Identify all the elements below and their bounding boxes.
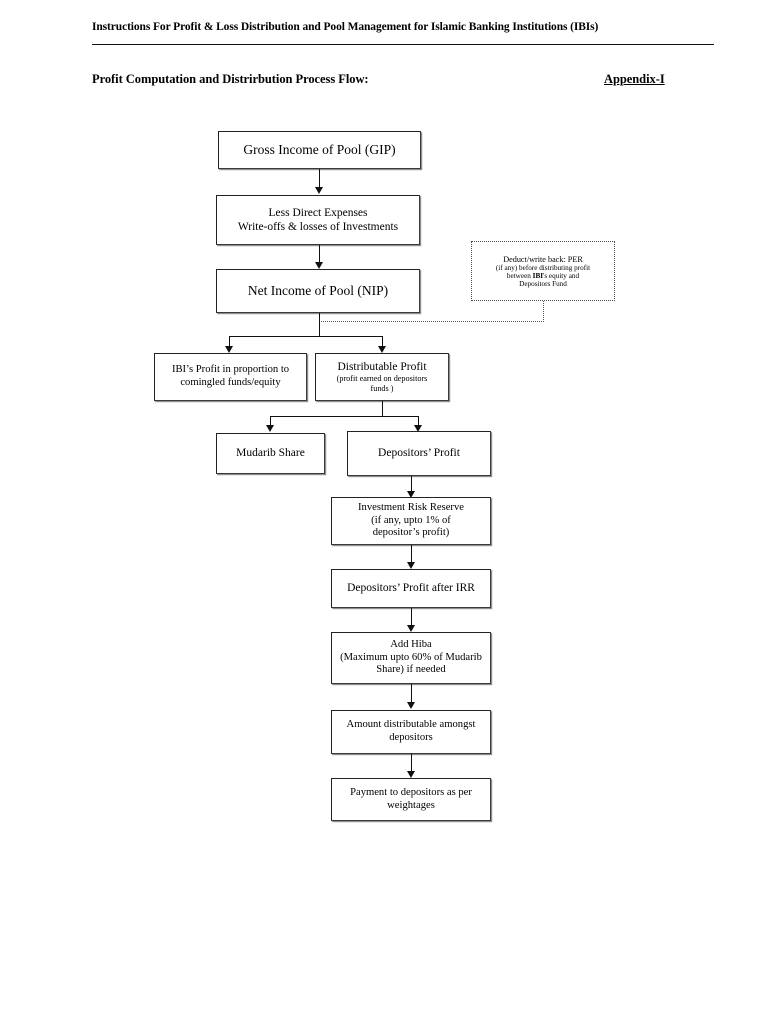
- irr-line-1: Investment Risk Reserve: [358, 501, 464, 513]
- node-payment-to-depositors: Payment to depositors as per weightages: [331, 778, 491, 821]
- note-per-deduct-write-back: Deduct/write back: PER (if any) before d…: [471, 241, 615, 301]
- node-less-direct-expenses: Less Direct Expenses Write-offs & losses…: [216, 195, 420, 245]
- connector-distributable-split-bar: [270, 416, 419, 417]
- node-ibi-profit-text: IBI’s Profit in proportion to comingled …: [159, 364, 302, 390]
- connector-distributable-stem: [382, 401, 383, 417]
- connector-nip-to-ibi-profit: [229, 336, 230, 348]
- node-distributable-profit: Distributable Profit (profit earned on d…: [315, 353, 449, 401]
- distributable-line-2: (profit earned on depositors: [336, 374, 428, 383]
- irr-line-2: (if any, upto 1% of: [371, 514, 451, 526]
- node-gross-income-of-pool: Gross Income of Pool (GIP): [218, 131, 421, 169]
- connector-amount-to-payment: [411, 754, 412, 775]
- per-line-2: (if any) before distributing profit: [495, 263, 591, 272]
- node-mudarib-share-label: Mudarib Share: [236, 447, 305, 460]
- arrowhead-to-depositors-profit: [413, 425, 422, 432]
- arrowhead-irr-to-after-irr: [406, 562, 415, 569]
- distributable-line-1: Distributable Profit: [337, 360, 427, 373]
- arrowhead-depositors-to-irr: [406, 491, 415, 498]
- hiba-line-2: (Maximum upto 60% of Mudarib: [340, 651, 482, 663]
- per-line-3-bold: IBI: [532, 271, 544, 280]
- node-net-income-label: Net Income of Pool (NIP): [247, 282, 389, 298]
- connector-to-mudarib-share: [270, 416, 271, 428]
- arrowhead-amount-to-payment: [406, 771, 415, 778]
- arrowhead-gip-to-expenses: [314, 187, 323, 194]
- connector-irr-to-after-irr: [411, 545, 412, 565]
- per-line-3: between IBI's equity and: [496, 272, 590, 280]
- per-line-4: Depositors Fund: [519, 279, 567, 288]
- node-amount-distributable: Amount distributable amongst depositors: [331, 710, 491, 754]
- node-add-hiba-text: Add Hiba (Maximum upto 60% of Mudarib Sh…: [336, 639, 486, 678]
- header-divider: [92, 44, 714, 45]
- arrowhead-expenses-to-nip: [314, 262, 323, 269]
- connector-per-vertical: [543, 301, 544, 322]
- connector-gip-to-expenses: [319, 169, 320, 188]
- per-line-3-post: 's equity and: [543, 271, 580, 280]
- note-per-text: Deduct/write back: PER (if any) before d…: [496, 255, 590, 288]
- node-investment-risk-reserve: Investment Risk Reserve (if any, upto 1%…: [331, 497, 491, 545]
- connector-nip-split-bar: [229, 336, 383, 337]
- per-line-1: Deduct/write back: PER: [503, 254, 583, 264]
- connector-to-depositors-profit: [418, 416, 419, 428]
- ibi-profit-line-2: comingled funds/equity: [180, 377, 281, 388]
- hiba-line-3: Share) if needed: [376, 664, 446, 676]
- arrowhead-to-mudarib-share: [265, 425, 274, 432]
- amount-line-1: Amount distributable amongst: [346, 719, 476, 731]
- irr-line-3: depositor’s profit): [372, 527, 450, 539]
- expenses-line-2: Write-offs & losses of Investments: [237, 221, 399, 233]
- connector-after-irr-to-hiba: [411, 608, 412, 628]
- connector-depositors-to-irr: [411, 476, 412, 494]
- node-distributable-profit-text: Distributable Profit (profit earned on d…: [320, 360, 444, 394]
- node-irr-text: Investment Risk Reserve (if any, upto 1%…: [336, 502, 486, 541]
- payment-line-1: Payment to depositors as per: [350, 786, 472, 798]
- ibi-profit-line-1: IBI’s Profit in proportion to: [171, 364, 290, 376]
- payment-line-2: weightages: [387, 799, 435, 811]
- connector-expenses-to-nip: [319, 245, 320, 264]
- node-add-hiba: Add Hiba (Maximum upto 60% of Mudarib Sh…: [331, 632, 491, 684]
- connector-hiba-to-amount: [411, 684, 412, 705]
- per-line-3-pre: between: [506, 271, 533, 280]
- arrowhead-nip-to-ibi-profit: [224, 346, 233, 353]
- node-mudarib-share: Mudarib Share: [216, 433, 325, 474]
- expenses-line-1: Less Direct Expenses: [268, 206, 368, 219]
- node-after-irr-label: Depositors’ Profit after IRR: [347, 582, 475, 595]
- node-amount-distributable-text: Amount distributable amongst depositors: [336, 719, 486, 745]
- arrowhead-nip-to-distributable: [377, 346, 386, 353]
- node-depositors-profit-label: Depositors’ Profit: [378, 447, 460, 460]
- node-payment-text: Payment to depositors as per weightages: [336, 787, 486, 813]
- arrowhead-after-irr-to-hiba: [406, 625, 415, 632]
- node-net-income-of-pool: Net Income of Pool (NIP): [216, 269, 420, 313]
- connector-nip-to-distributable: [382, 336, 383, 348]
- node-ibi-profit: IBI’s Profit in proportion to comingled …: [154, 353, 307, 401]
- distributable-line-3: funds ): [370, 384, 394, 393]
- connector-nip-stem: [319, 313, 320, 337]
- node-depositors-profit-after-irr: Depositors’ Profit after IRR: [331, 569, 491, 608]
- node-less-direct-expenses-text: Less Direct Expenses Write-offs & losses…: [221, 206, 415, 234]
- document-header-title: Instructions For Profit & Loss Distribut…: [92, 21, 599, 33]
- arrowhead-hiba-to-amount: [406, 702, 415, 709]
- connector-per-horizontal: [319, 321, 544, 322]
- amount-line-2: depositors: [389, 732, 433, 743]
- appendix-label: Appendix-I: [604, 72, 665, 86]
- section-title: Profit Computation and Distrirbution Pro…: [92, 72, 369, 86]
- node-depositors-profit: Depositors’ Profit: [347, 431, 491, 476]
- hiba-line-1: Add Hiba: [390, 638, 432, 650]
- node-gross-income-label: Gross Income of Pool (GIP): [243, 141, 396, 157]
